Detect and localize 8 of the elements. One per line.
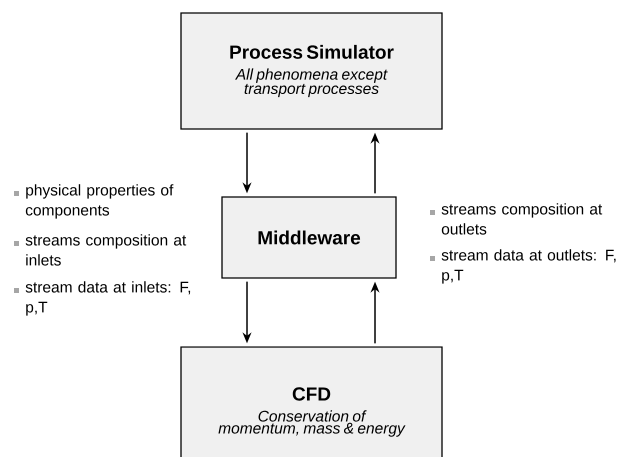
bullet-item: streams composition at outlets [430, 203, 602, 235]
process-box: Process Simulator All phenomena except transport processes [180, 12, 443, 130]
process-box: Middleware [221, 196, 397, 279]
bullet-item: stream data at inlets: F, p,T [14, 281, 190, 316]
process-box: CFD Conservation of momentum, mass & energy [180, 346, 443, 457]
bullet-item: stream data at outlets: F, p,T [430, 249, 616, 284]
bullet-item: physical properties of components [14, 184, 174, 219]
bullet-item: streams composition at inlets [14, 234, 186, 266]
